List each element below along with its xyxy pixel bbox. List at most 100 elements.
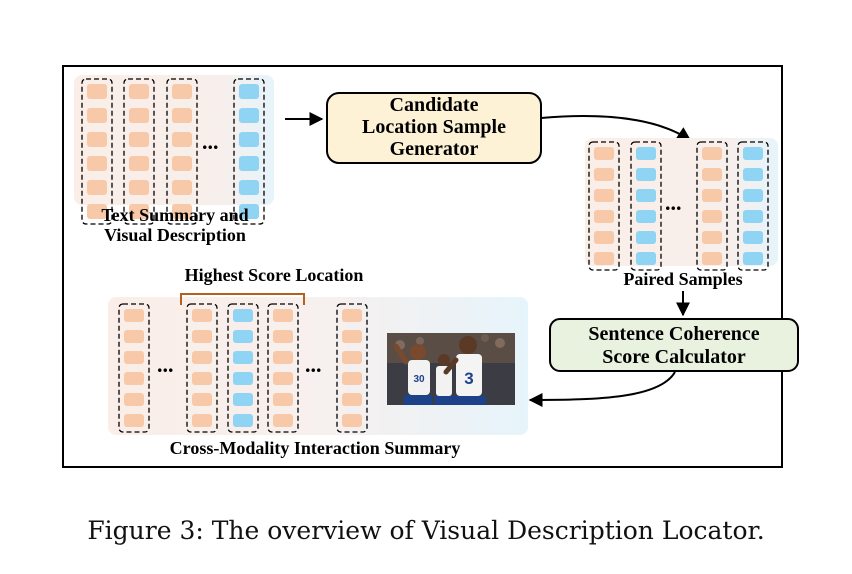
text-token-cell <box>124 414 144 427</box>
text-token-cell <box>87 132 107 147</box>
generator-label-line1: Candidate <box>390 94 479 116</box>
text-token-cell <box>273 351 293 364</box>
text-token-cell <box>192 414 212 427</box>
text-token-cell <box>342 414 362 427</box>
text-token-cell <box>192 372 212 385</box>
text-token-cell <box>273 330 293 343</box>
visual-token-cell <box>239 204 259 219</box>
visual-token-cell <box>636 168 656 181</box>
paired-samples-column-1 <box>588 141 620 271</box>
paired-samples-column-4-outline <box>737 141 769 271</box>
text-summary-column-3 <box>166 78 198 225</box>
interaction-column-2 <box>186 303 218 433</box>
interaction-ellipsis-left: ... <box>157 352 174 377</box>
visual-token-cell <box>743 252 763 265</box>
interaction-column-3 <box>227 303 259 433</box>
text-token-cell <box>702 168 722 181</box>
generator-label-line3: Generator <box>390 138 479 160</box>
text-token-cell <box>594 252 614 265</box>
visual-token-cell <box>636 210 656 223</box>
visual-token-cell <box>743 210 763 223</box>
interaction-columns <box>118 303 368 433</box>
interaction-column-1 <box>118 303 150 433</box>
text-token-cell <box>124 372 144 385</box>
interaction-column-1-outline <box>118 303 150 433</box>
paired-samples-column-4 <box>737 141 769 271</box>
arrow-to-interaction-summary <box>528 371 676 407</box>
arrow-to-paired-samples <box>540 115 692 141</box>
paired-samples-column-3-outline <box>696 141 728 271</box>
text-token-cell <box>124 393 144 406</box>
text-summary-column-4-outline <box>233 78 265 225</box>
text-token-cell <box>702 147 722 160</box>
text-token-cell <box>192 309 212 322</box>
text-token-cell <box>172 132 192 147</box>
text-summary-label-line1: Text Summary and <box>101 205 248 225</box>
text-token-cell <box>172 204 192 219</box>
paired-samples-column-1-outline <box>588 141 620 271</box>
text-summary-column-2 <box>123 78 155 225</box>
text-token-cell <box>129 108 149 123</box>
visual-token-cell <box>743 147 763 160</box>
text-token-cell <box>192 351 212 364</box>
text-token-cell <box>273 414 293 427</box>
figure-caption: Figure 3: The overview of Visual Descrip… <box>87 516 765 545</box>
visual-token-cell <box>239 84 259 99</box>
visual-token-cell <box>239 132 259 147</box>
visual-token-cell <box>636 189 656 202</box>
text-token-cell <box>342 393 362 406</box>
interaction-summary-label: Cross-Modality Interaction Summary <box>170 438 461 458</box>
photo-jersey-right: 3 <box>464 369 473 388</box>
paired-samples-panel <box>585 138 778 266</box>
highest-score-bracket <box>180 293 305 305</box>
text-token-cell <box>342 309 362 322</box>
text-summary-column-1 <box>81 78 113 225</box>
paired-samples-ellipsis: ... <box>665 190 682 215</box>
highest-score-label: Highest Score Location <box>185 265 364 285</box>
text-token-cell <box>594 231 614 244</box>
interaction-column-4 <box>267 303 299 433</box>
text-summary-column-3-outline <box>166 78 198 225</box>
calculator-label-line2: Score Calculator <box>602 346 746 368</box>
text-token-cell <box>129 204 149 219</box>
visual-token-cell <box>233 393 253 406</box>
text-token-cell <box>192 330 212 343</box>
text-token-cell <box>702 189 722 202</box>
interaction-column-5 <box>336 303 368 433</box>
text-summary-label-line2: Visual Description <box>104 225 246 245</box>
candidate-generator-box <box>326 92 542 164</box>
paired-samples-column-2 <box>630 141 662 271</box>
visual-token-cell <box>233 414 253 427</box>
text-token-cell <box>702 252 722 265</box>
text-token-cell <box>192 393 212 406</box>
interaction-column-5-outline <box>336 303 368 433</box>
paired-samples-column-3 <box>696 141 728 271</box>
visual-token-cell <box>233 351 253 364</box>
visual-token-cell <box>233 330 253 343</box>
text-token-cell <box>87 84 107 99</box>
text-token-cell <box>124 309 144 322</box>
visual-token-cell <box>636 231 656 244</box>
text-token-cell <box>172 108 192 123</box>
visual-token-cell <box>743 189 763 202</box>
text-token-cell <box>87 108 107 123</box>
text-summary-column-1-outline <box>81 78 113 225</box>
visual-token-cell <box>239 180 259 195</box>
text-token-cell <box>702 231 722 244</box>
text-token-cell <box>342 330 362 343</box>
text-summary-column-4 <box>233 78 265 225</box>
text-token-cell <box>702 210 722 223</box>
text-token-cell <box>342 372 362 385</box>
text-token-cell <box>273 372 293 385</box>
interaction-column-4-outline <box>267 303 299 433</box>
paired-samples-label: Paired Samples <box>623 269 742 289</box>
visual-token-cell <box>239 156 259 171</box>
interaction-column-3-outline <box>227 303 259 433</box>
visual-token-cell <box>636 252 656 265</box>
text-token-cell <box>594 168 614 181</box>
interaction-column-2-outline <box>186 303 218 433</box>
interaction-ellipsis-right: ... <box>305 352 322 377</box>
visual-token-cell <box>743 231 763 244</box>
text-token-cell <box>129 156 149 171</box>
